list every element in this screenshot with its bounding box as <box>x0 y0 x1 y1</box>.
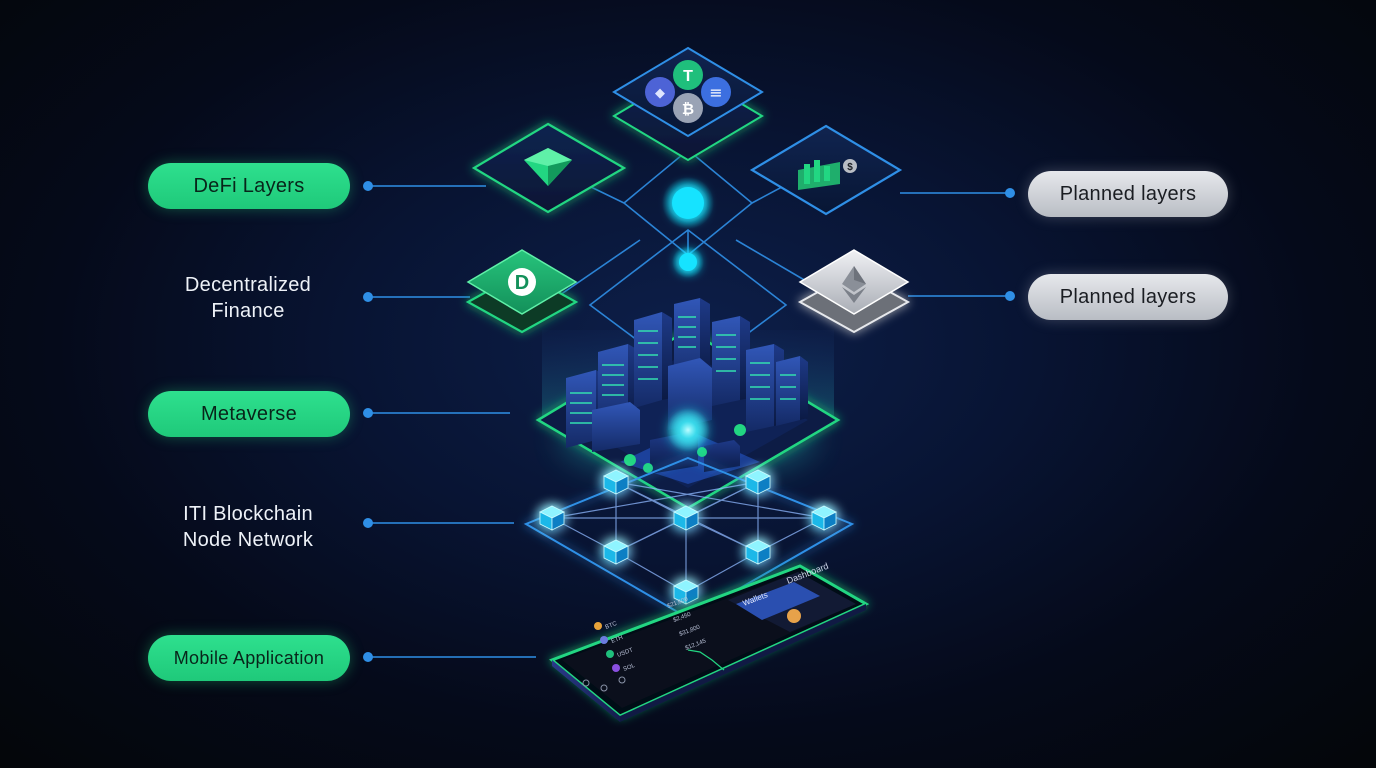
node-cube-icon <box>674 506 698 530</box>
decentralized-finance-line-2: Finance <box>148 298 348 324</box>
phone-coin-name: BTC <box>605 621 619 631</box>
svg-text:T: T <box>683 68 693 85</box>
planned-layers-pill-2: Planned layers <box>1028 274 1228 320</box>
planned-layers-pill-1: Planned layers <box>1028 171 1228 217</box>
svg-text:D: D <box>515 272 529 294</box>
ethereum-coin-icon: ◆ <box>645 77 675 107</box>
decentralized-finance-label: Decentralized Finance <box>148 272 348 324</box>
node-cube-icon <box>746 540 770 564</box>
phone-coin-icon <box>606 650 614 658</box>
finance-tile: D <box>468 250 576 332</box>
city-core-glow <box>666 408 710 452</box>
phone-coin-icon <box>600 636 608 644</box>
node-cube-icon <box>604 540 628 564</box>
solana-coin-icon: ≡ <box>701 77 731 107</box>
coins-tile: T ◆ ≡ ₿ <box>614 48 762 160</box>
decentralized-finance-line-1: Decentralized <box>148 272 348 298</box>
planned-tile <box>800 250 908 332</box>
phone-avatar-icon <box>787 609 801 623</box>
node-network-line-2: Node Network <box>148 527 348 553</box>
svg-text:$: $ <box>847 162 853 173</box>
smartphone-icon: Dashboard Wallets BTC$21,600ETH$2,450USD… <box>552 561 866 722</box>
phone-coin-icon <box>612 664 620 672</box>
core-node-small <box>679 253 697 271</box>
bitcoin-coin-icon: ₿ <box>673 93 703 123</box>
mobile-application-pill: Mobile Application <box>148 635 350 681</box>
metaverse-pill: Metaverse <box>148 391 350 437</box>
svg-text:≡: ≡ <box>709 83 722 102</box>
tether-coin-icon: T <box>673 60 703 90</box>
defi-tile <box>474 124 624 212</box>
svg-text:◆: ◆ <box>655 86 665 101</box>
core-nodes <box>662 177 714 278</box>
node-network-line-1: ITI Blockchain <box>148 501 348 527</box>
node-network-label: ITI Blockchain Node Network <box>148 501 348 553</box>
defi-layers-pill: DeFi Layers <box>148 163 350 209</box>
d-token-icon: D <box>508 268 536 296</box>
chart-tile: $ <box>752 126 900 214</box>
core-node-large <box>672 187 704 219</box>
svg-text:₿: ₿ <box>682 100 694 118</box>
phone-coin-icon <box>594 622 602 630</box>
